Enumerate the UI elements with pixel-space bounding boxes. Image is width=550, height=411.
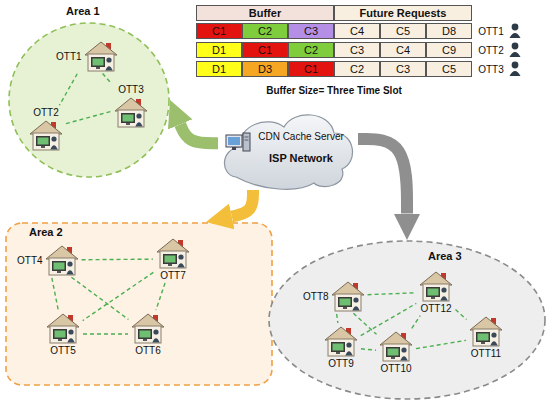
peer-link [156, 283, 165, 310]
user-label: OTT2 [476, 42, 506, 58]
area-heading: Area 2 [29, 226, 63, 238]
request-cell: C4 [380, 42, 426, 58]
ott-house: OTT1 [56, 40, 119, 72]
ott-house: OTT10 [378, 330, 414, 374]
delivery-arrow [180, 124, 218, 143]
table-header: Buffer [196, 5, 334, 21]
ott-label: OTT1 [56, 51, 82, 62]
ott-house: OTT2 [28, 107, 64, 151]
request-cell: C1 [242, 42, 288, 58]
peer-link [82, 258, 153, 260]
ott-house: OTT8 [303, 280, 366, 312]
user-label: OTT1 [476, 23, 506, 39]
house-icon [28, 119, 64, 151]
delivery-arrow [358, 139, 407, 214]
house-icon [44, 244, 80, 276]
peer-link [337, 314, 338, 323]
ott-house: OTT11 [468, 315, 504, 359]
house-icon [45, 312, 81, 344]
ott-label: OTT2 [33, 107, 59, 118]
user-icon [510, 24, 521, 76]
peer-link [361, 303, 417, 335]
peer-link [83, 272, 154, 320]
user-label: OTT3 [476, 61, 506, 77]
ott-house: OTT9 [323, 325, 359, 369]
house-icon [418, 270, 454, 302]
peer-link [368, 293, 416, 295]
peer-link [83, 333, 128, 334]
area-outline [8, 22, 170, 178]
request-cell: C2 [334, 61, 380, 77]
ott-house: OTT7 [155, 237, 191, 281]
request-cell: C4 [334, 23, 380, 39]
area-heading: Area 1 [66, 5, 100, 17]
table-caption: Buffer Size= Three Time Slot [196, 83, 472, 97]
peer-link [416, 340, 466, 348]
peer-link [361, 349, 376, 350]
request-cell: C3 [380, 61, 426, 77]
ott-label: OTT8 [303, 291, 329, 302]
request-cell: D3 [242, 61, 288, 77]
ott-label: OTT6 [135, 345, 161, 356]
ott-label: OTT3 [118, 84, 144, 95]
house-icon [468, 315, 504, 347]
area-heading: Area 3 [428, 250, 462, 262]
house-icon [83, 40, 119, 72]
ott-house: OTT12 [418, 270, 454, 314]
server-label: CDN Cache Server [258, 131, 344, 142]
peer-link [455, 310, 466, 320]
ott-label: OTT10 [380, 363, 411, 374]
peer-link [59, 74, 77, 106]
request-cell: D1 [196, 61, 242, 77]
request-cell: C1 [288, 61, 334, 77]
house-icon [155, 237, 191, 269]
peer-link [66, 111, 111, 123]
request-cell: C1 [196, 23, 242, 39]
ott-house: OTT3 [113, 84, 149, 128]
request-cell: C9 [426, 42, 472, 58]
ott-label: OTT11 [471, 348, 501, 359]
ott-label: OTT7 [160, 270, 186, 281]
delivery-arrow [232, 190, 253, 217]
cdn-cloud: CDN Cache ServerISP Network [218, 105, 358, 190]
cloud-shape [218, 105, 358, 190]
peer-link [52, 278, 58, 310]
request-cell: C3 [334, 42, 380, 58]
ott-house: OTT5 [45, 312, 81, 356]
house-icon [323, 325, 359, 357]
house-icon [113, 96, 149, 128]
table-header: Future Requests [334, 5, 472, 21]
peer-link [71, 277, 128, 319]
area-region: Area 2 OTT4OTT5 OTT6 OTT7 [5, 222, 273, 386]
ott-house: OTT6 [130, 312, 166, 356]
ott-label: OTT9 [328, 358, 354, 369]
request-cell: C2 [288, 42, 334, 58]
area-region: Area 3 OTT8OTT9 OTT10 OTT11 OTT12 [268, 240, 546, 400]
request-cell: C3 [288, 23, 334, 39]
request-cell: C5 [380, 23, 426, 39]
request-cell: D8 [426, 23, 472, 39]
area-outline [5, 222, 273, 386]
ott-label: OTT4 [17, 255, 43, 266]
peer-link [353, 313, 376, 334]
house-icon [130, 312, 166, 344]
ott-label: OTT5 [50, 345, 76, 356]
area-region: Area 1OTT1OTT2OTT3 [8, 22, 170, 178]
house-icon [378, 330, 414, 362]
peer-link [103, 74, 112, 84]
network-label: ISP Network [269, 152, 333, 164]
ott-label: OTT12 [420, 303, 451, 314]
ott-house: OTT4 [17, 244, 80, 276]
request-cell: D1 [196, 42, 242, 58]
request-cell: C5 [426, 61, 472, 77]
house-icon [330, 280, 366, 312]
area-outline [268, 240, 546, 400]
request-cell: C2 [242, 23, 288, 39]
peer-link [412, 316, 420, 329]
